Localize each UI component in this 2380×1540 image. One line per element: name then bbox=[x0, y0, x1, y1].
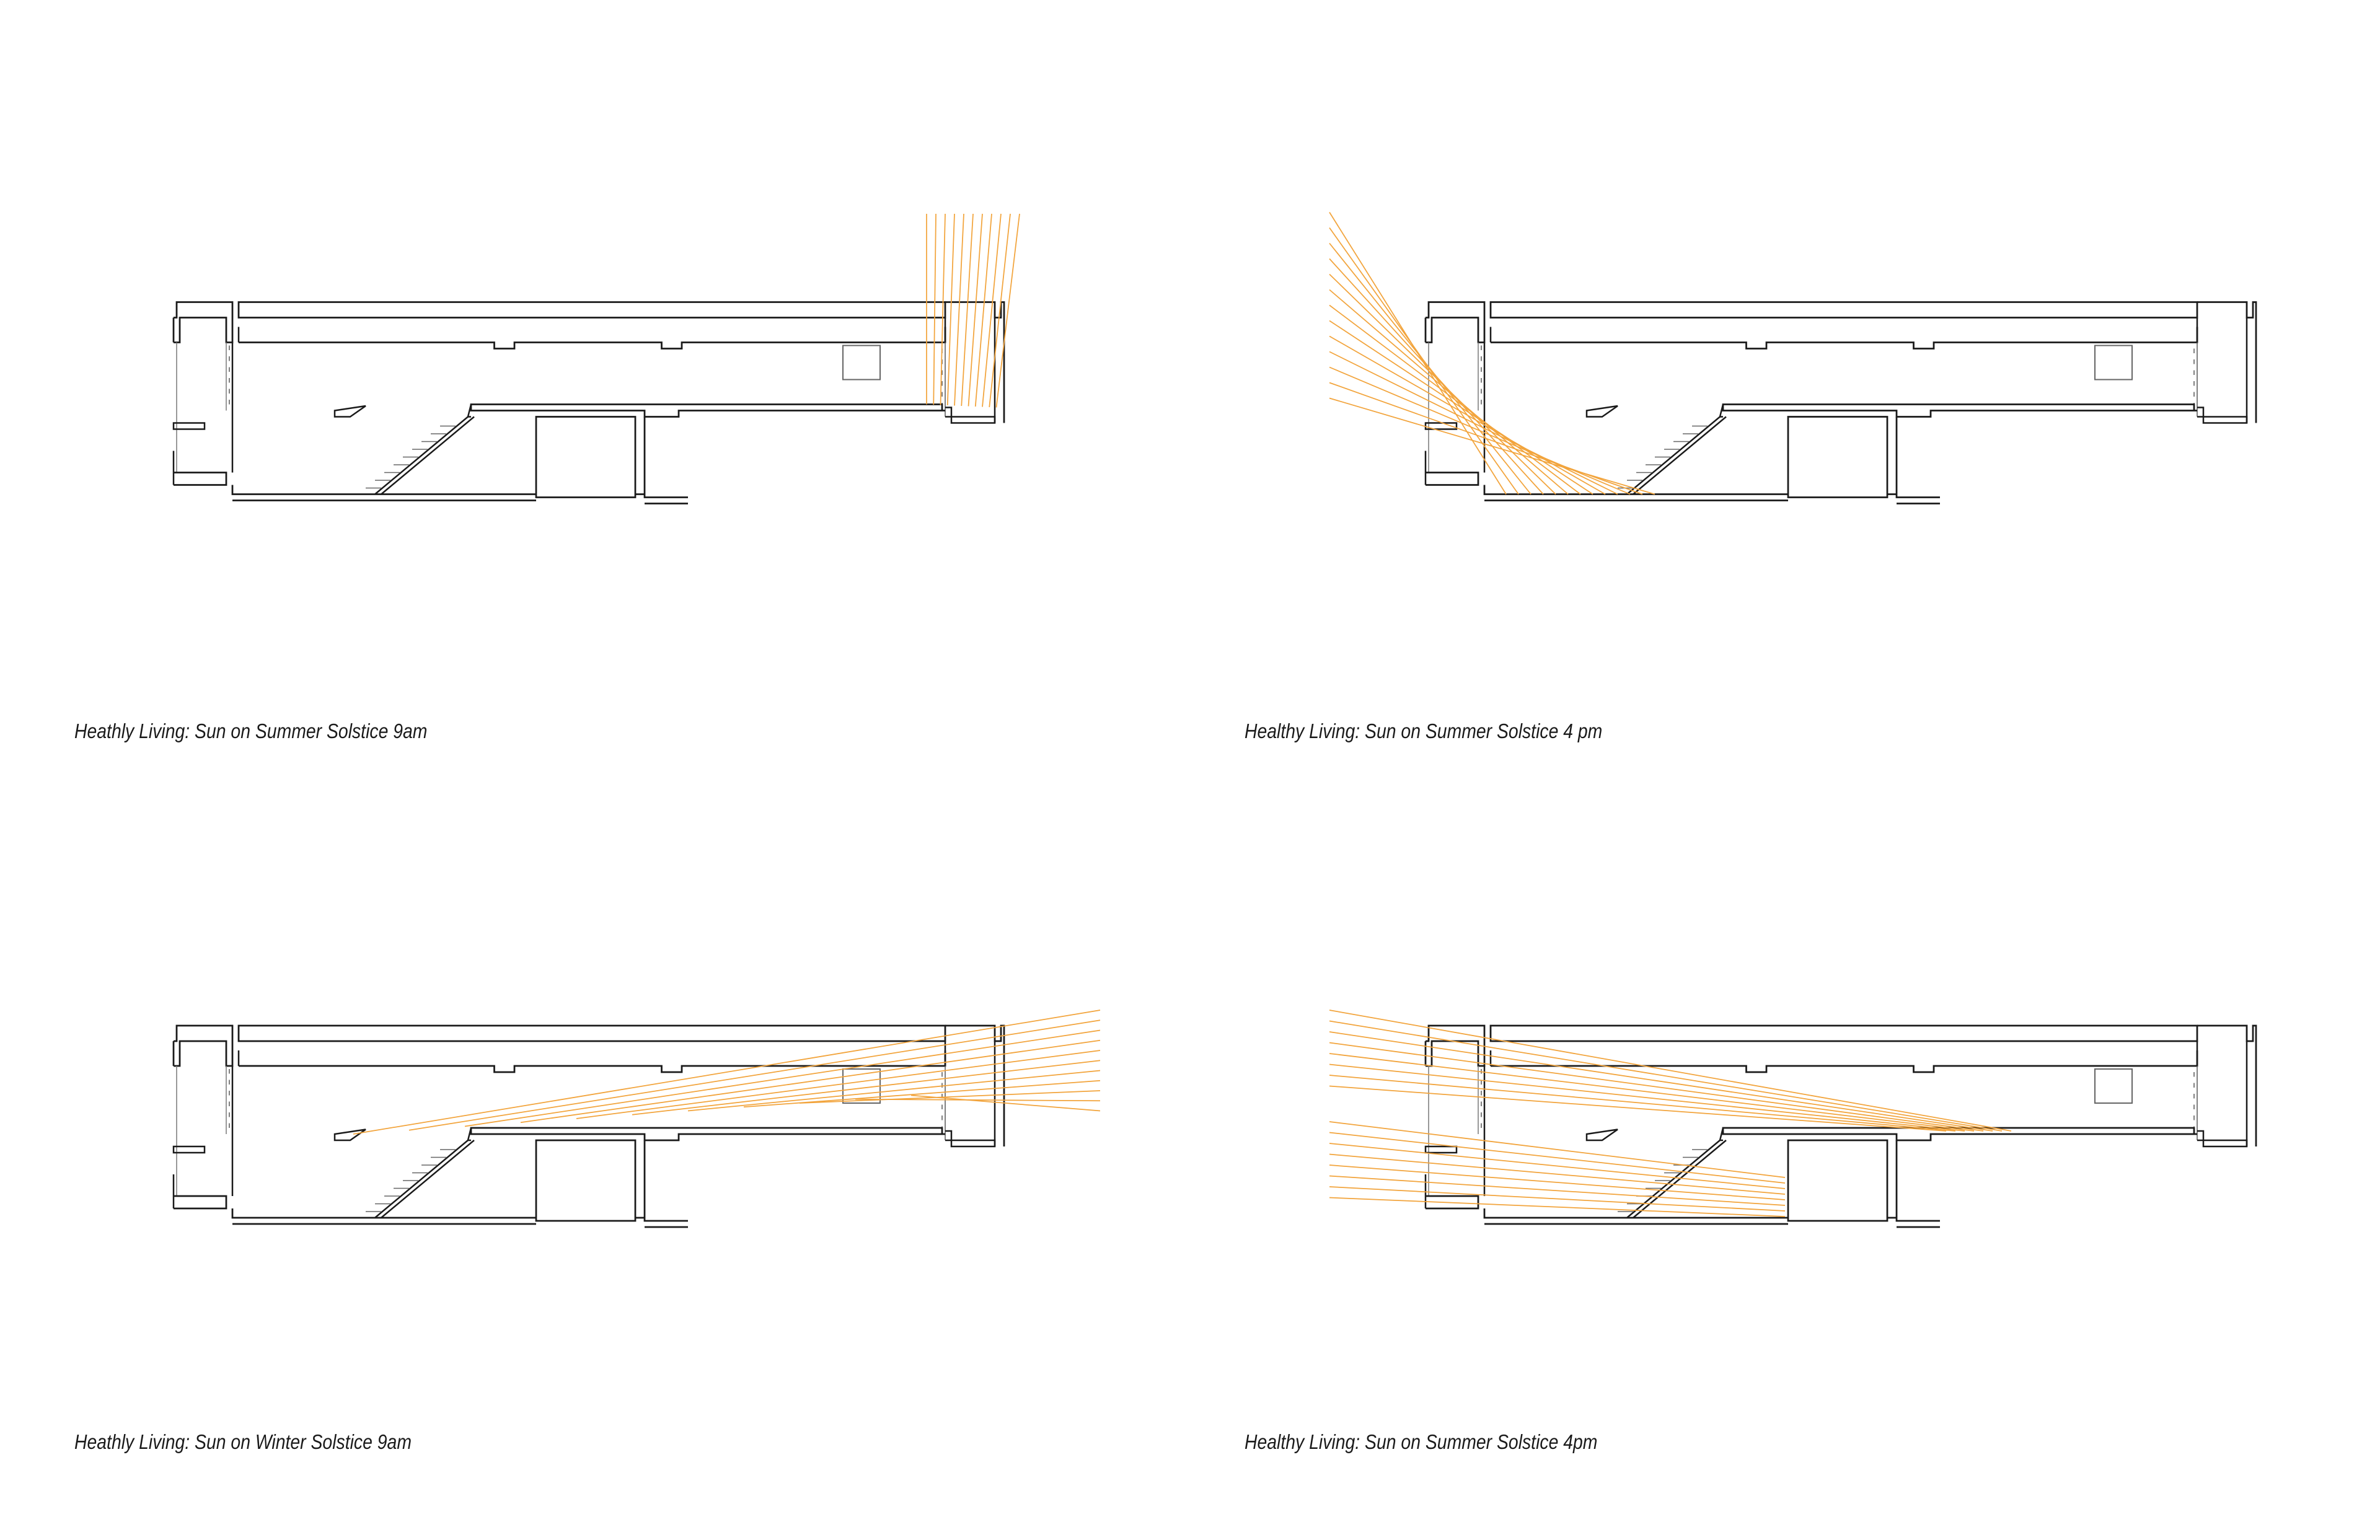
sun-ray bbox=[1329, 335, 1606, 495]
sun-ray bbox=[1329, 1175, 1786, 1206]
sun-ray bbox=[1329, 397, 1655, 495]
sun-ray bbox=[1329, 1121, 1786, 1178]
sun-ray bbox=[855, 1098, 1101, 1102]
sun-ray bbox=[989, 213, 1011, 408]
sun-ray bbox=[353, 1010, 1101, 1135]
sun-ray bbox=[1329, 273, 1556, 495]
sun-ray bbox=[1329, 1063, 1965, 1132]
sun-ray bbox=[1329, 1132, 1786, 1184]
sun-ray bbox=[1329, 1020, 2003, 1132]
section-panel-summer-4pm-low bbox=[1329, 1010, 2257, 1228]
sun-rays-summer-4pm bbox=[1329, 212, 1655, 495]
section-panel-summer-9am bbox=[172, 213, 1020, 504]
sun-ray bbox=[520, 1039, 1101, 1124]
sun-ray bbox=[1329, 1042, 1984, 1132]
caption-summer-4pm-second: Healthy Living: Sun on Summer Solstice 4… bbox=[1245, 1430, 1598, 1453]
sun-rays-summer-9am bbox=[926, 213, 1020, 408]
sun-ray bbox=[1329, 242, 1532, 495]
sun-ray bbox=[933, 213, 937, 405]
sun-ray bbox=[1329, 258, 1544, 495]
sun-ray bbox=[1329, 1053, 1975, 1132]
sun-ray bbox=[576, 1050, 1101, 1119]
sun-ray bbox=[910, 1094, 1101, 1112]
caption-summer-4pm: Healthy Living: Sun on Summer Solstice 4… bbox=[1245, 719, 1603, 742]
sun-ray bbox=[974, 213, 992, 407]
sun-ray bbox=[967, 213, 983, 407]
sun-ray bbox=[1329, 289, 1569, 495]
section-panel-summer-4pm bbox=[1329, 212, 2257, 504]
sun-ray bbox=[1329, 1197, 1786, 1217]
sun-ray bbox=[1329, 320, 1593, 495]
sun-ray bbox=[464, 1029, 1101, 1127]
sun-ray bbox=[687, 1070, 1101, 1112]
sun-ray bbox=[1329, 1010, 2012, 1132]
sun-ray bbox=[1329, 382, 1643, 495]
caption-winter-9am: Heathly Living: Sun on Winter Solstice 9… bbox=[74, 1430, 412, 1453]
sun-ray bbox=[632, 1060, 1101, 1115]
sun-ray bbox=[1329, 351, 1618, 495]
sun-ray bbox=[995, 213, 1020, 408]
sun-ray bbox=[940, 213, 946, 405]
caption-summer-9am: Heathly Living: Sun on Summer Solstice 9… bbox=[74, 719, 428, 742]
sun-ray bbox=[1329, 304, 1581, 495]
sun-ray bbox=[1329, 1186, 1786, 1212]
sun-rays-winter-9am bbox=[353, 1010, 1101, 1135]
sun-ray bbox=[408, 1019, 1101, 1131]
sun-ray bbox=[1329, 366, 1631, 495]
sun-ray bbox=[961, 213, 974, 407]
section-panel-winter-9am bbox=[172, 1010, 1101, 1228]
sun-ray bbox=[954, 213, 964, 406]
sun-ray bbox=[743, 1080, 1101, 1108]
sun-ray bbox=[946, 213, 955, 406]
sun-ray bbox=[982, 213, 1002, 407]
sun-ray bbox=[1329, 1164, 1786, 1200]
sun-ray bbox=[799, 1090, 1101, 1104]
sun-rays-low-4pm bbox=[1329, 1010, 2012, 1217]
sun-ray bbox=[1329, 1075, 1956, 1132]
sun-ray bbox=[1329, 1153, 1786, 1195]
sun-ray bbox=[1329, 1143, 1786, 1189]
sun-ray bbox=[1329, 1085, 1947, 1132]
sun-ray bbox=[1329, 1031, 1993, 1132]
